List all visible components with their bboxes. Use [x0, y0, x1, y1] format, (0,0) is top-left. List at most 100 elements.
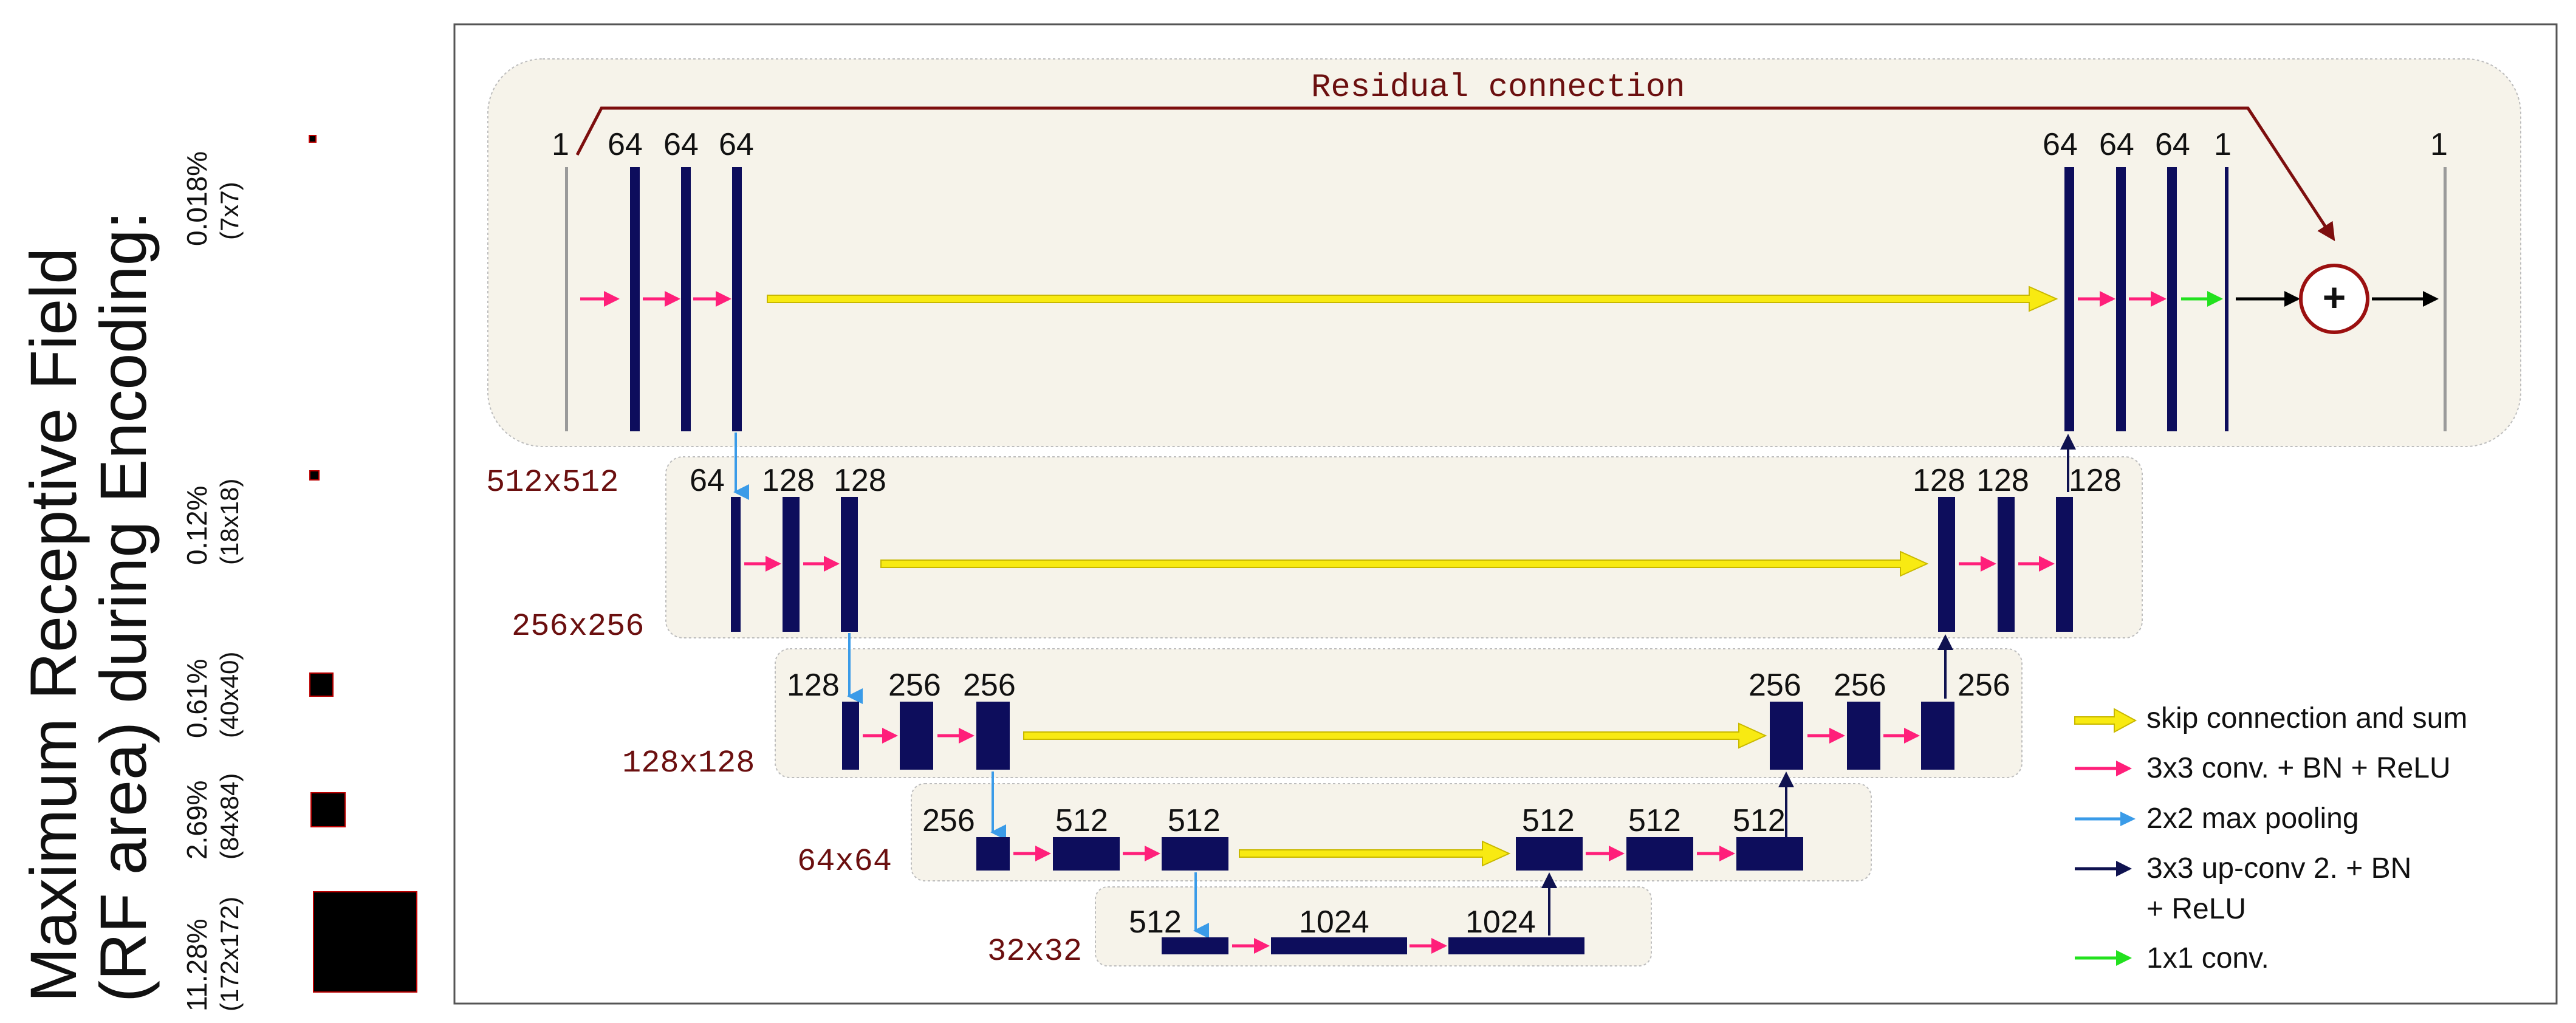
resolution-label: 256x256 [512, 609, 644, 645]
channel-label: 1 [2214, 127, 2232, 162]
resolution-label: 512x512 [486, 465, 618, 501]
rf-level-5: 11.28% (172x172) [181, 891, 417, 1011]
channel-label: 128 [1976, 463, 2029, 498]
feature-block [732, 167, 742, 431]
feature-block [1448, 937, 1584, 954]
output-block [2225, 167, 2228, 431]
channel-label: 512 [1129, 905, 1182, 940]
legend-label-line2: + ReLU [2146, 893, 2246, 925]
feature-block [1998, 497, 2015, 632]
resolution-label: 32x32 [987, 934, 1082, 970]
feature-block [1770, 702, 1803, 770]
channel-label: 64 [663, 127, 699, 162]
legend-swatch [2074, 708, 2137, 733]
legend-item-upconv: 3x3 up-conv 2. + BN + ReLU [2075, 852, 2411, 925]
feature-block [841, 497, 858, 632]
input-image [565, 167, 568, 431]
feature-block [1271, 937, 1407, 954]
channel-label: 256 [1834, 668, 1886, 703]
feature-block [1162, 837, 1228, 871]
channel-label: 128 [1913, 463, 1965, 498]
rf-size: (40x40) [215, 652, 244, 738]
legend-label: skip connection and sum [2146, 702, 2467, 734]
channel-label: 64 [719, 127, 754, 162]
rf-level-2: 0.12% (18x18) [181, 470, 320, 565]
rf-square [309, 135, 317, 143]
residual-label: Residual connection [1311, 69, 1685, 106]
legend-label: 1x1 conv. [2146, 942, 2269, 974]
rf-level-1: 0.018% (7x7) [181, 135, 317, 246]
level-2-panel [665, 456, 2143, 638]
channel-label: 256 [1958, 668, 2010, 703]
rf-percent: 0.018% [181, 151, 213, 246]
rf-square [309, 470, 320, 481]
feature-block [2167, 167, 2177, 431]
feature-block [731, 497, 741, 632]
skip-connection-arrow [767, 286, 2058, 312]
skip-connection-arrow [1239, 840, 1511, 867]
legend-item-skip: skip connection and sum [2074, 702, 2467, 734]
legend-swatch-head [2120, 812, 2136, 826]
channel-label: 512 [1628, 803, 1681, 838]
channel-label: 1024 [1299, 905, 1369, 940]
rf-size: (172x172) [215, 897, 244, 1011]
feature-block [1516, 837, 1583, 871]
level-1-panel [487, 58, 2521, 447]
feature-block [2064, 167, 2074, 431]
feature-block [1921, 702, 1954, 770]
rf-square [313, 891, 417, 993]
channel-label: 128 [762, 463, 815, 498]
legend: skip connection and sum 3x3 conv. + BN +… [2074, 702, 2467, 974]
channel-label: 1024 [1465, 905, 1536, 940]
legend-item-pool: 2x2 max pooling [2075, 802, 2359, 835]
channel-label: 512 [1168, 803, 1221, 838]
rf-title-line2: (RF area) during Encoding: [86, 211, 160, 1002]
resolution-label: 128x128 [622, 745, 755, 781]
sum-node [2299, 264, 2369, 334]
rf-level-3: 0.61% (40x40) [181, 652, 334, 738]
feature-block [783, 497, 800, 632]
rf-size: (7x7) [215, 182, 244, 240]
channel-label: 128 [787, 668, 840, 703]
channel-label: 64 [2155, 127, 2190, 162]
feature-block [2116, 167, 2126, 431]
level-3-panel [775, 648, 2023, 778]
rf-level-4: 2.69% (84x84) [181, 773, 346, 860]
rf-percent: 2.69% [181, 781, 213, 860]
channel-label: 256 [922, 803, 975, 838]
channel-label: 64 [2099, 127, 2134, 162]
rf-title: Maximum Receptive Field (RF area) during… [16, 211, 160, 1002]
channel-label: 512 [1055, 803, 1108, 838]
channel-label: 256 [963, 668, 1016, 703]
feature-block [842, 702, 859, 770]
feature-block [1736, 837, 1803, 871]
channel-label: 64 [690, 463, 725, 498]
feature-block [900, 702, 933, 770]
rf-title-line1: Maximum Receptive Field [16, 248, 90, 1002]
rf-square [310, 792, 346, 827]
skip-connection-arrow [1023, 722, 1767, 749]
channel-label: 256 [888, 668, 941, 703]
feature-block [976, 837, 1010, 871]
rf-size: (84x84) [215, 773, 244, 860]
rf-percent: 0.61% [181, 659, 213, 738]
resolution-label: 64x64 [797, 844, 892, 880]
legend-label: 2x2 max pooling [2146, 802, 2359, 835]
legend-label: 3x3 up-conv 2. + BN [2146, 852, 2411, 884]
legend-item-1x1: 1x1 conv. [2075, 942, 2269, 974]
feature-block [976, 702, 1010, 770]
feature-block [2056, 497, 2073, 632]
residual-connection-line [575, 106, 2335, 242]
channel-label: 128 [2069, 463, 2122, 498]
legend-label: 3x3 conv. + BN + ReLU [2146, 752, 2451, 784]
channel-label: 1 [552, 127, 569, 162]
feature-block [1053, 837, 1120, 871]
sum-symbol: + [2323, 275, 2346, 320]
feature-block [1626, 837, 1693, 871]
channel-label: 256 [1749, 668, 1801, 703]
feature-block [681, 167, 691, 431]
feature-block [1938, 497, 1955, 632]
rf-size: (18x18) [215, 479, 244, 565]
rf-square [309, 672, 334, 697]
